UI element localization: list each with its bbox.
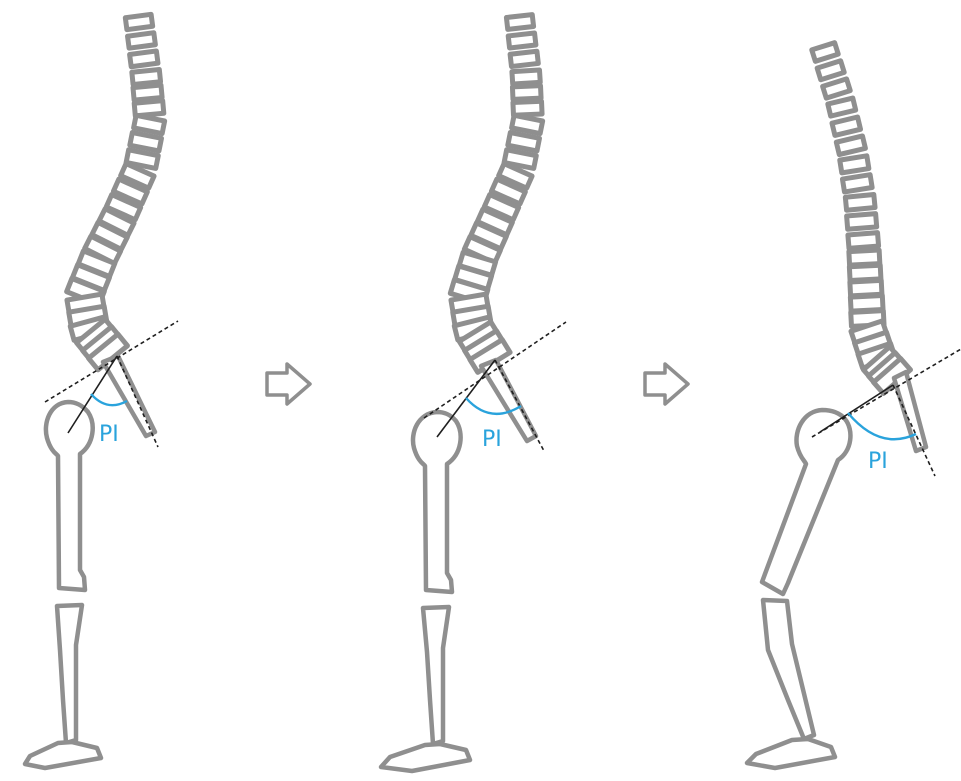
stage-2-vertebra	[508, 33, 536, 48]
stage-1-vertebra	[128, 33, 156, 48]
stage-3-pi-label: PI	[868, 449, 888, 474]
stage-3-vertebra	[840, 156, 869, 173]
stage-3-vertebra	[842, 175, 872, 192]
stage-2-vertebra	[506, 15, 533, 30]
stage-1-foot	[25, 742, 101, 768]
right-arrow-icon	[645, 364, 688, 404]
stage-2-vertebra	[510, 51, 538, 66]
stage-3-vertebra	[823, 79, 851, 98]
stage-3-vertebra	[848, 233, 879, 249]
stage-1-vertebra	[132, 69, 161, 84]
stage-1-vertebra	[125, 14, 152, 29]
stage-2-foot	[381, 744, 470, 771]
stage-3-vertebra	[828, 98, 856, 116]
stage-1-perpendicular-line	[117, 356, 158, 447]
stage-1-vertebra	[134, 115, 165, 133]
stage-1-pi-label: PI	[99, 422, 119, 447]
stage-2-pi-label: PI	[482, 427, 502, 452]
stage-3-vertebra	[836, 136, 865, 155]
stage-3-vertebra	[845, 194, 875, 210]
stage-2-femur	[413, 412, 461, 592]
stage-2-tibia	[423, 607, 449, 744]
stage-3-tibia	[763, 600, 814, 739]
stage-2-spine	[450, 15, 542, 373]
stage-3-skeleton: PI	[747, 43, 961, 768]
stage-1-vertebra	[130, 133, 162, 151]
stage-3-hip-axis-line	[820, 385, 893, 432]
stage-3-femur	[762, 410, 850, 594]
stage-3-vertebra	[812, 43, 838, 62]
stage-2-vertebra	[513, 101, 542, 115]
stage-3-foot	[747, 739, 835, 768]
stage-3-vertebra	[832, 117, 861, 135]
stage-2-skeleton: PI	[381, 15, 566, 771]
stage-1-spine	[67, 14, 165, 369]
stage-3-spine	[812, 43, 911, 394]
right-arrow-icon	[267, 364, 310, 404]
stage-1-tibia	[57, 605, 82, 743]
stage-3-vertebra	[849, 250, 880, 265]
stage-2-vertebra	[512, 86, 541, 100]
stage-2-vertebra	[508, 133, 540, 151]
stage-1-vertebra	[130, 51, 158, 67]
stage-2-vertebra	[512, 70, 540, 84]
stage-3-vertebra	[847, 214, 877, 230]
stage-1-vertebra	[133, 85, 162, 100]
stage-2-perpendicular-line	[495, 360, 544, 451]
stage-1-skeleton: PI	[25, 14, 178, 768]
stage-2-vertebra	[512, 115, 543, 133]
stage-3-vertebra	[817, 61, 844, 80]
